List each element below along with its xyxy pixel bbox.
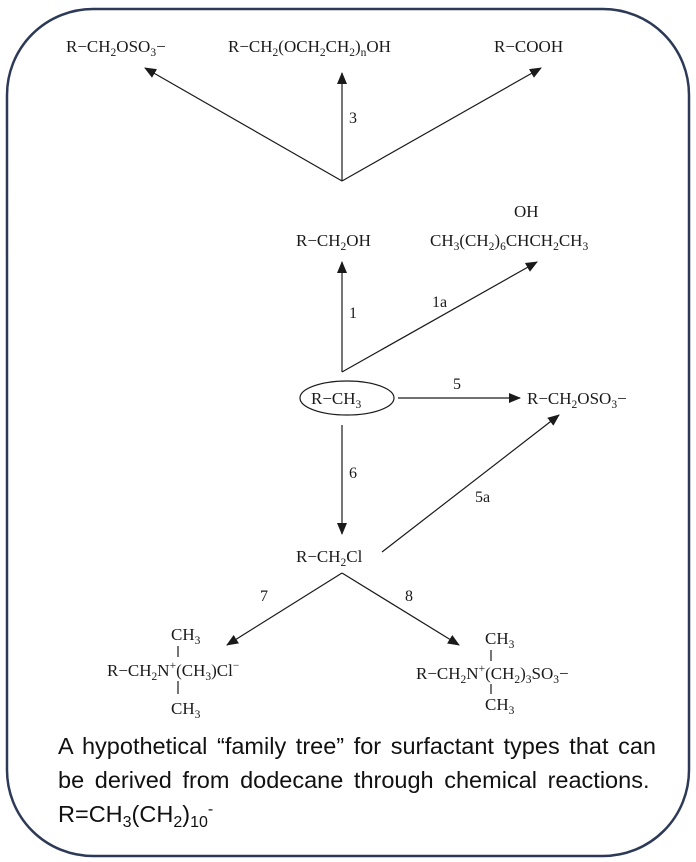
arrow-chloride-to-sulfate [381,414,560,553]
carboxylic-acid: R−COOH [494,37,563,56]
reaction-label-1: 1 [349,305,357,322]
alkyl-sulfate-top: R−CH2OSO3− [66,37,166,59]
alcohol-ethoxylate: R−CH2(OCH2CH2)nOH [228,37,391,59]
quat-right-top-methyl: CH3 [485,629,515,651]
reaction-label-5: 5 [453,376,461,393]
quat-right-bottom-methyl: CH3 [485,695,515,717]
quat-right-main: R−CH2N+(CH2)3SO3− [416,663,569,686]
reaction-label-5a: 5a [475,489,490,506]
quat-left-bottom-methyl: CH3 [171,699,201,721]
dodecane: R−CH3 [311,389,362,411]
reaction-label-7: 7 [260,588,268,605]
alkyl-sulfate-right: R−CH2OSO3− [527,389,627,411]
primary-alcohol: R−CH2OH [296,231,371,253]
secondary-alcohol: CH3(CH2)6CHCH2CH3 [430,231,588,253]
quat-left-main: R−CH2N+(CH3)Cl− [107,660,239,683]
dodecane-ellipse [299,380,395,416]
caption-formula: R=CH3(CH2)10- [58,801,214,831]
arrow-to-secondary-alcohol [341,261,538,373]
reaction-label-8: 8 [405,588,413,605]
reaction-label-6: 6 [349,465,357,482]
caption-text: A hypothetical “family tree” for surfact… [58,733,656,793]
reaction-label-3: 3 [349,110,357,127]
reaction-label-1a: 1a [432,294,447,311]
alkyl-chloride: R−CH2Cl [296,547,363,569]
quat-left-top-methyl: CH3 [171,625,201,647]
secondary-alcohol-oh: OH [514,202,539,221]
figure-caption: A hypothetical “family tree” for surfact… [58,729,656,831]
arrow-to-carboxylic-acid [341,67,542,182]
arrow-to-sulfate-top [144,67,343,182]
arrow-to-quat-left [226,572,343,646]
arrow-to-quat-right [341,572,460,646]
